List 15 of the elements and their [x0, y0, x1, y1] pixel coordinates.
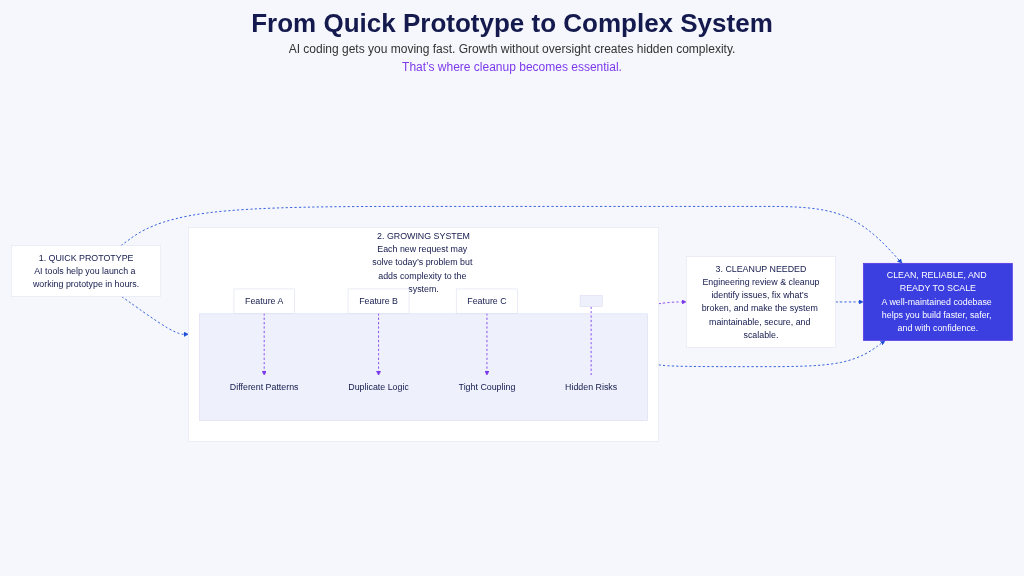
subtitle-text: That’s where cleanup becomes essential. [402, 60, 622, 74]
node-box: Feature C [455, 288, 518, 314]
subtitle-text: AI coding gets you moving fast. Growth without oversight creates hidden complexity. [288, 42, 736, 56]
node-box: CLEAN, RELIABLE, AND READY TO SCALE A well-maintained codebase helps you build faster, safer, and with confidence. [863, 263, 1013, 342]
node-text: Tight Coupling [458, 382, 516, 393]
node-text: Hidden Risks [565, 382, 618, 393]
connector [590, 306, 592, 377]
node-box: Feature B [347, 288, 410, 314]
node-box: Feature A [233, 288, 295, 314]
node-box: 3. CLEANUP NEEDED Engineering review & cleanup identify issues, fix what’s broken, and make the system maintainable, secure, and scalable. [686, 256, 836, 348]
title: From Quick Prototype to Complex System [251, 8, 773, 39]
node-text: Duplicate Logic [348, 382, 409, 393]
node-text: Different Patterns [229, 382, 299, 393]
node-box: 1. QUICK PROTOTYPE AI tools help you launch a working prototype in hours. [11, 245, 161, 297]
node-box [579, 295, 603, 308]
